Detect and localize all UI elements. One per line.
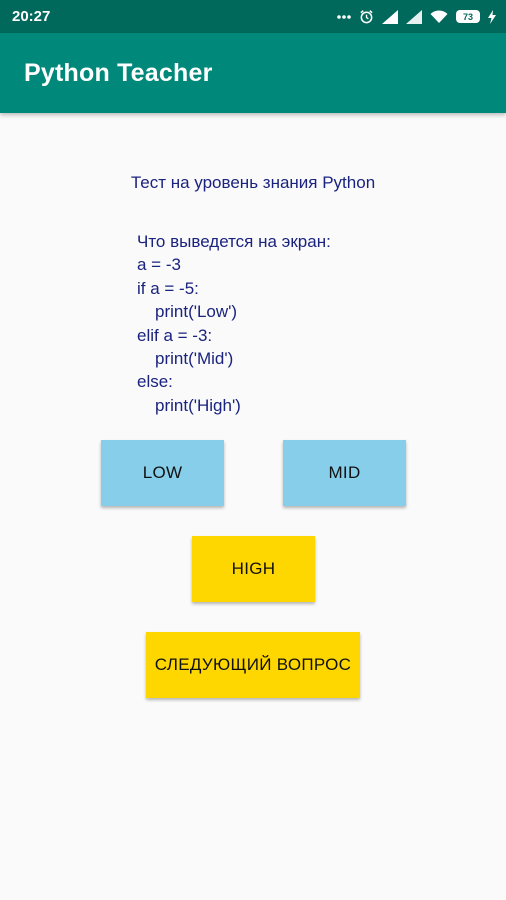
code-line: elif a = -3: (137, 325, 213, 345)
charging-icon (488, 9, 496, 24)
battery-level: 73 (462, 11, 473, 22)
answer-low-button[interactable]: LOW (101, 440, 224, 506)
code-line: print('High') (155, 395, 241, 415)
code-line: else: (137, 372, 173, 392)
signal-icon (406, 9, 422, 24)
battery-icon: 73 (456, 10, 480, 23)
answer-mid-button[interactable]: MID (283, 440, 406, 506)
app-title: Python Teacher (24, 58, 213, 87)
status-time: 20:27 (12, 8, 51, 25)
answer-high-button[interactable]: HIGH (192, 536, 315, 602)
quiz-subtitle: Тест на уровень знания Python (130, 173, 376, 192)
question-text: Что выведется на экран: a = -3 if a = -5… (137, 230, 331, 417)
code-line: if a = -5: (137, 278, 199, 298)
wifi-icon (430, 9, 448, 23)
status-icons: 73 (337, 9, 496, 24)
code-line: print('Mid') (155, 349, 234, 369)
question-line: Что выведется на экран: (137, 232, 331, 251)
dots-icon (337, 14, 351, 19)
signal-icon (382, 9, 398, 24)
status-bar: 20:27 73 (0, 0, 506, 33)
next-question-button[interactable]: СЛЕДУЮЩИЙ ВОПРОС (146, 632, 360, 698)
code-line: print('Low') (155, 302, 238, 322)
app-bar: Python Teacher (0, 33, 506, 113)
code-line: a = -3 (137, 255, 181, 275)
alarm-icon (360, 10, 373, 24)
